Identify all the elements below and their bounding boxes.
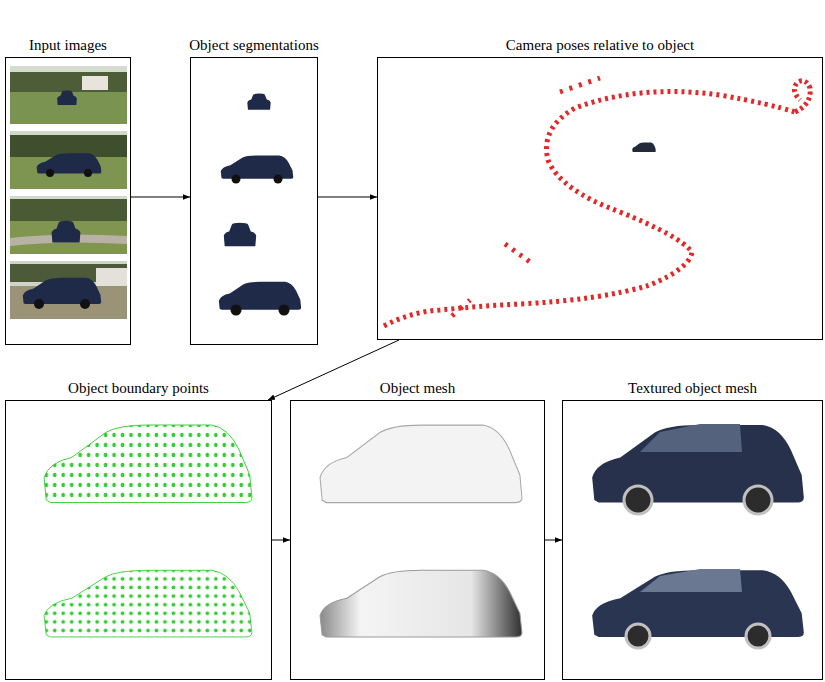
panel-heading: Textured object mesh (543, 379, 825, 398)
panel-heading: Camera poses relative to object (358, 36, 825, 55)
photo-sky (10, 196, 127, 254)
textured-car (592, 425, 804, 503)
photo-2 (10, 131, 127, 189)
segment-car (219, 282, 301, 310)
panel-heading-wrap: Textured object mesh (543, 379, 825, 398)
photo-grass (10, 221, 127, 254)
segment-car (221, 156, 294, 179)
camera-markers (505, 244, 530, 262)
photo-house (82, 76, 108, 90)
segment-car (224, 223, 256, 246)
photo-sky (10, 131, 127, 189)
car-wheel (746, 624, 770, 648)
object-car (632, 143, 656, 152)
pipeline-panel: Object mesh (290, 400, 545, 680)
flow-arrow (545, 540, 562, 541)
point-cloud-car (44, 570, 252, 637)
point-cloud-car (44, 425, 252, 503)
photo-car (57, 91, 77, 105)
panel-heading: Object mesh (271, 379, 564, 398)
photo-wheel (84, 169, 92, 177)
camera-trajectory (384, 78, 810, 326)
mesh-car (320, 425, 522, 503)
segment-wheel (274, 175, 283, 184)
pipeline-panel: Input images (5, 57, 131, 345)
flow-arrow (131, 197, 190, 198)
photo-wheel (46, 169, 54, 177)
camera-markers (384, 92, 795, 326)
camera-markers (452, 300, 470, 316)
photo-sky (10, 261, 127, 319)
photo-car (23, 278, 101, 304)
photo-wheel (80, 299, 90, 309)
panel-heading: Input images (0, 36, 150, 55)
photo-1 (10, 66, 127, 124)
panel-heading-wrap: Object boundary points (0, 379, 291, 398)
car-window (640, 424, 742, 452)
flow-arrow (268, 340, 399, 400)
pipeline-panel: Object boundary points (5, 400, 272, 680)
panel-heading-wrap: Object mesh (271, 379, 564, 398)
photo-3 (10, 196, 127, 254)
photo-trees (10, 72, 127, 92)
panel-heading-wrap: Input images (0, 36, 150, 55)
mesh-car (320, 570, 522, 637)
photo-wheel (34, 299, 44, 309)
segment-wheel (232, 175, 241, 184)
photo-house (96, 268, 127, 286)
photo-car (52, 221, 81, 243)
segment-wheel (279, 305, 290, 316)
car-wheel (744, 486, 772, 514)
panel-heading: Object segmentations (171, 36, 337, 55)
car-wheel (624, 486, 652, 514)
segment-wheel (231, 305, 242, 316)
car-window (640, 569, 742, 592)
photo-trees (10, 199, 127, 221)
flow-arrow (318, 197, 377, 198)
car-wheel (626, 624, 650, 648)
segment-car (247, 94, 270, 110)
panel-heading: Object boundary points (0, 379, 291, 398)
camera-markers (560, 78, 600, 92)
pipeline-panel: Textured object mesh (562, 400, 823, 680)
photo-car (37, 153, 102, 173)
photo-sky (10, 66, 127, 124)
pipeline-panel: Object segmentations (190, 57, 318, 345)
panel-heading-wrap: Object segmentations (171, 36, 337, 55)
camera-markers (794, 81, 810, 112)
flow-arrow (272, 540, 290, 541)
panel-heading-wrap: Camera poses relative to object (358, 36, 825, 55)
photo-4 (10, 261, 127, 319)
pipeline-panel: Camera poses relative to object (377, 57, 823, 340)
segmented-cars (219, 94, 301, 316)
